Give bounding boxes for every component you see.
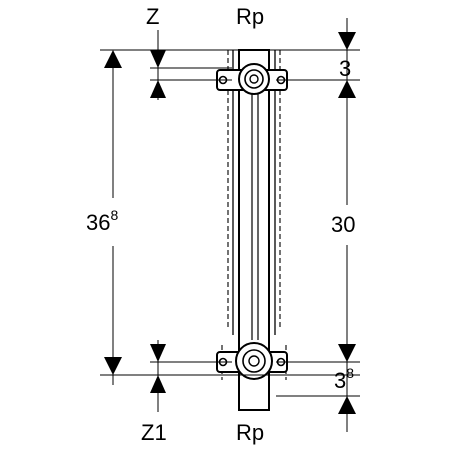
arrow-down-icon — [150, 344, 166, 362]
arrow-down-icon — [150, 50, 166, 68]
right-label-bg — [325, 205, 369, 245]
arrow-up-icon — [104, 50, 122, 68]
dimension-lines — [100, 18, 360, 432]
label-left-dim-sup: 8 — [110, 207, 118, 223]
label-right-mid: 30 — [331, 212, 355, 237]
arrow-down-icon — [338, 344, 356, 362]
arrow-down-icon — [338, 32, 356, 50]
label-right-top: 3 — [339, 56, 351, 81]
arrow-up-icon — [338, 80, 356, 98]
arrow-up-icon — [150, 375, 166, 393]
label-rp-top: Rp — [236, 4, 264, 29]
inner-casing — [232, 50, 276, 335]
arrow-up-icon — [338, 396, 356, 414]
label-left-dim: 368 — [86, 207, 118, 235]
dimension-arrows — [104, 32, 356, 414]
label-left-dim-main: 36 — [86, 210, 110, 235]
left-label-bg — [80, 198, 140, 246]
label-z: Z — [146, 4, 159, 29]
label-z1: Z1 — [141, 420, 167, 445]
arrow-up-icon — [150, 80, 166, 98]
label-right-bottom-main: 3 — [334, 368, 346, 393]
label-rp-bottom: Rp — [236, 420, 264, 445]
label-right-bottom: 38 — [334, 365, 354, 393]
arrow-down-icon — [104, 357, 122, 375]
label-right-bottom-sup: 8 — [346, 365, 354, 381]
